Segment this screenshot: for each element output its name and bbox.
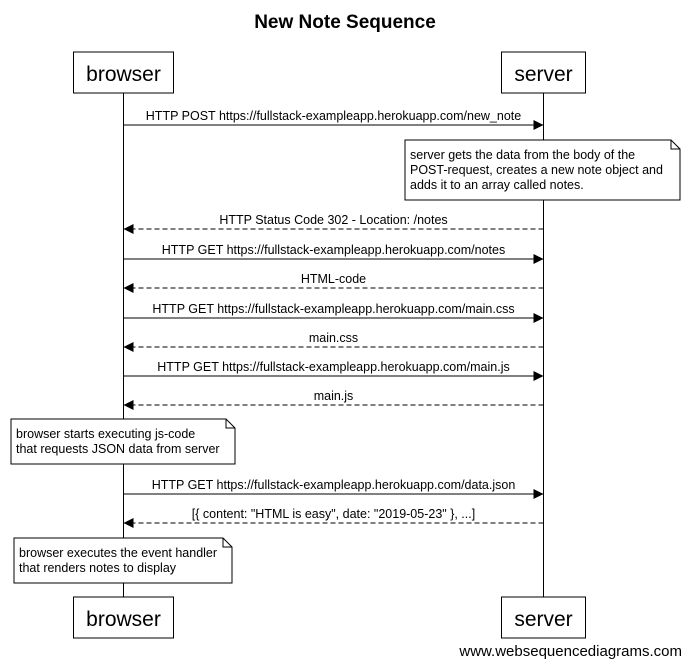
note-line-12-1: that renders notes to display <box>19 561 177 575</box>
diagram-title: New Note Sequence <box>254 12 436 33</box>
message-label-8: main.js <box>314 389 354 403</box>
participants: browser browser server server <box>73 51 586 639</box>
note-line-12-0: browser executes the event handler <box>19 546 217 560</box>
message-label-10: HTTP GET https://fullstack-exampleapp.he… <box>152 478 516 492</box>
message-label-7: HTTP GET https://fullstack-exampleapp.he… <box>157 360 509 374</box>
note-box-9 <box>10 418 236 465</box>
note-line-1-1: POST-request, creates a new note object … <box>410 163 663 177</box>
participant-box-browser-top <box>73 51 174 94</box>
note-fold-9 <box>225 419 235 429</box>
participant-box-server-bottom <box>501 596 586 639</box>
note-line-9-1: that requests JSON data from server <box>16 442 220 456</box>
message-label-2: HTTP Status Code 302 - Location: /notes <box>219 213 447 227</box>
footer-credit: www.websequencediagrams.com <box>458 643 682 660</box>
participant-box-browser-bottom <box>73 596 174 639</box>
note-fold-12 <box>222 538 232 548</box>
message-label-6: main.css <box>309 331 358 345</box>
participant-label-server-bottom: server <box>514 608 572 631</box>
message-label-0: HTTP POST https://fullstack-exampleapp.h… <box>146 109 521 123</box>
note-box-12 <box>13 537 233 584</box>
message-label-3: HTTP GET https://fullstack-exampleapp.he… <box>162 243 505 257</box>
message-label-11: [{ content: "HTML is easy", date: "2019-… <box>192 507 475 521</box>
message-label-5: HTTP GET https://fullstack-exampleapp.he… <box>152 302 514 316</box>
note-fold-1 <box>670 140 680 150</box>
participant-label-browser-bottom: browser <box>86 608 161 631</box>
message-label-4: HTML-code <box>301 272 366 286</box>
note-box-1 <box>404 139 681 201</box>
note-line-1-2: adds it to an array called notes. <box>410 178 584 192</box>
participant-box-server-top <box>501 51 586 94</box>
participant-label-browser-top: browser <box>86 63 161 86</box>
note-line-9-0: browser starts executing js-code <box>16 427 195 441</box>
note-line-1-0: server gets the data from the body of th… <box>410 148 635 162</box>
participant-label-server-top: server <box>514 63 572 86</box>
steps: HTTP POST https://fullstack-exampleapp.h… <box>10 109 681 584</box>
